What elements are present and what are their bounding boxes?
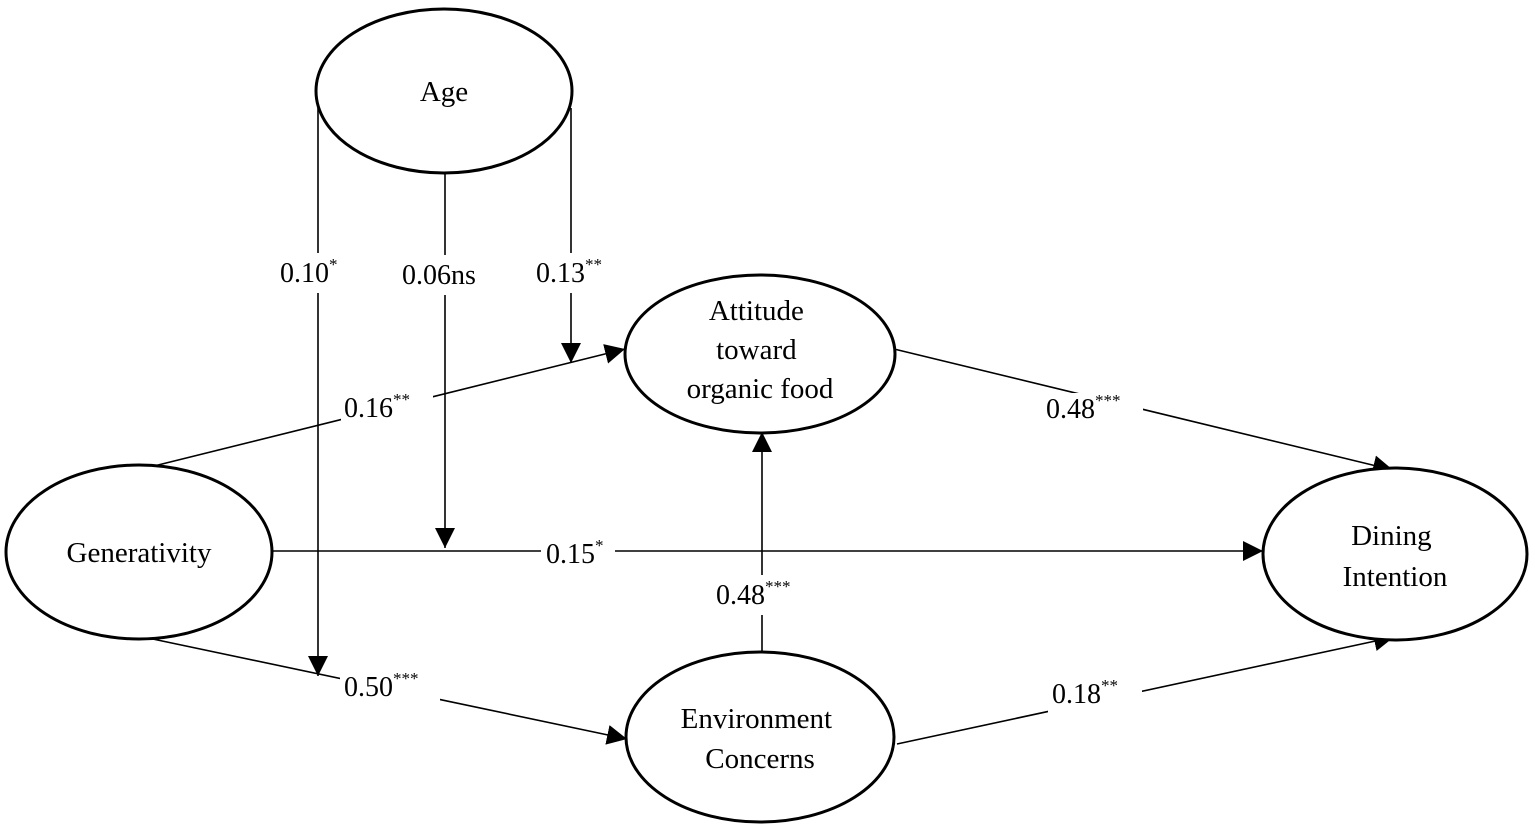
attitude-to-dining-line — [893, 348, 1394, 476]
node-dining-intention: Dining Intention — [1261, 466, 1529, 642]
node-generativity: Generativity — [4, 463, 274, 641]
svg-text:0.10*: 0.10* — [280, 255, 338, 289]
svg-text:0.48***: 0.48*** — [1046, 391, 1121, 425]
svg-text:0.06ns: 0.06ns — [402, 260, 476, 291]
path-label-age-environment: 0.10* — [276, 253, 362, 293]
path-label-attitude-dining: 0.48*** — [1043, 391, 1143, 429]
path-label-generativity-dining: 0.15* — [541, 536, 615, 570]
svg-text:0.50***: 0.50*** — [344, 669, 419, 703]
path-label-environment-dining: 0.18** — [1048, 676, 1142, 713]
node-environment-concerns: Environment Concerns — [624, 650, 896, 824]
svg-text:0.16**: 0.16** — [344, 390, 410, 424]
svg-text:0.48***: 0.48*** — [716, 577, 791, 611]
svg-text:Age: Age — [420, 76, 468, 108]
path-label-age-direct: 0.06ns — [398, 255, 494, 295]
svg-text:Attitude toward or: Attitude toward organic food — [687, 295, 834, 405]
path-label-generativity-environment: 0.50*** — [340, 669, 440, 705]
svg-text:0.18**: 0.18** — [1052, 676, 1118, 710]
svg-text:0.15*: 0.15* — [546, 536, 604, 570]
node-attitude: Attitude toward organic food — [623, 273, 897, 435]
svg-text:0.13**: 0.13** — [536, 255, 602, 289]
environment-to-dining-line — [896, 631, 1395, 745]
path-label-environment-attitude: 0.48*** — [713, 575, 813, 615]
svg-text:Dining Intention: Dining Intention — [1343, 520, 1448, 593]
svg-text:Environment Concerns: Environment Concerns — [681, 703, 840, 775]
path-label-age-attitude: 0.13** — [532, 253, 618, 293]
svg-text:Generativity: Generativity — [67, 537, 212, 569]
node-age: Age — [314, 7, 574, 175]
path-label-generativity-attitude: 0.16** — [341, 389, 433, 427]
